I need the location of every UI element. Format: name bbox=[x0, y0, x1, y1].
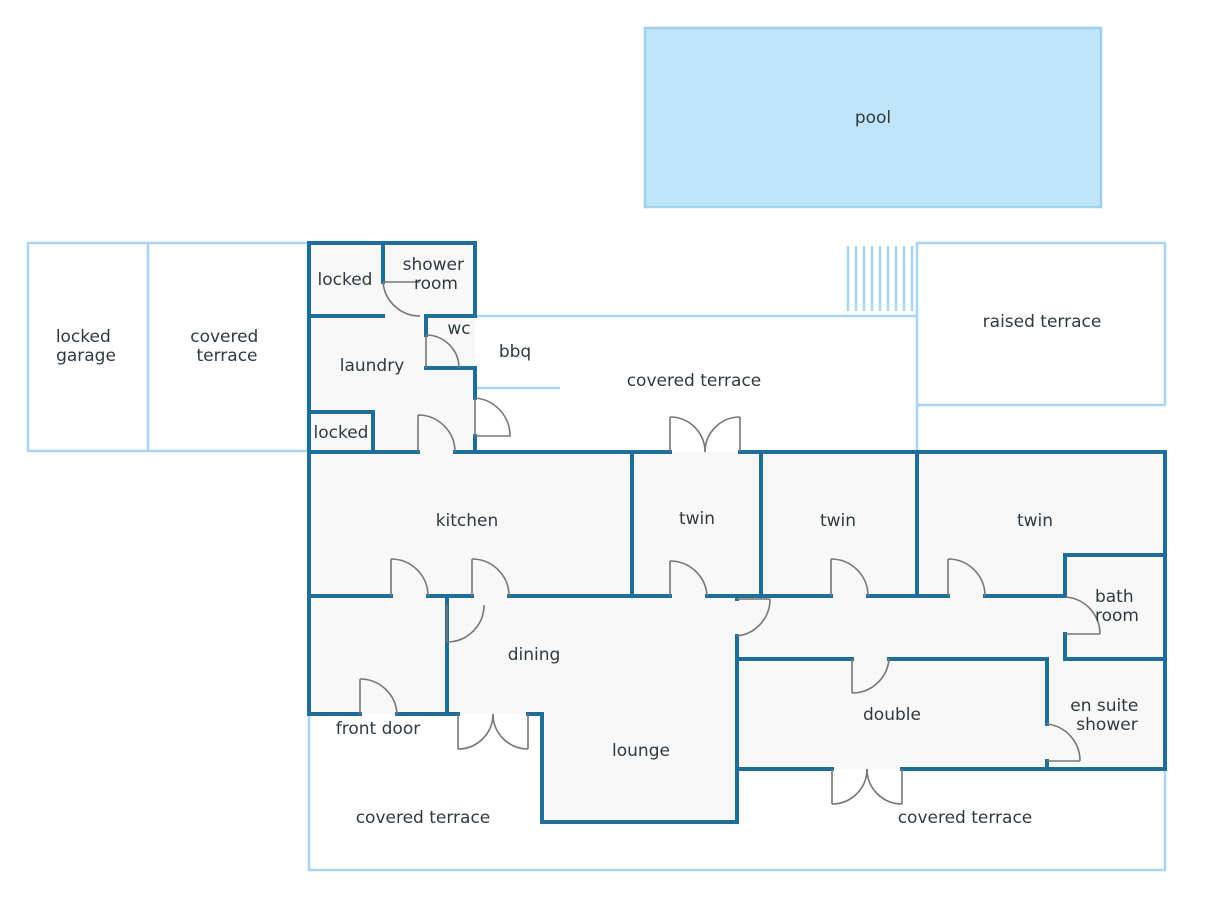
label-locked-garage: locked garage bbox=[56, 327, 116, 366]
label-locked-bottom: locked bbox=[314, 423, 369, 443]
door-annex-terrace bbox=[474, 397, 511, 437]
raised-terrace bbox=[915, 241, 1167, 407]
label-double: double bbox=[863, 705, 921, 725]
stairs bbox=[846, 246, 914, 311]
doors bbox=[359, 281, 1101, 805]
door-twin-3 bbox=[947, 558, 986, 597]
door-shower-room bbox=[382, 281, 421, 317]
label-twin-1: twin bbox=[679, 509, 715, 529]
labels: pool locked garage covered terrace locke… bbox=[56, 108, 1144, 828]
door-dining-terrace-right bbox=[492, 713, 529, 750]
door-terrace-twin-left bbox=[669, 416, 706, 453]
label-covered-terrace-west: covered terrace bbox=[190, 327, 264, 366]
label-shower-room: shower room bbox=[403, 255, 470, 294]
label-covered-terrace-se: covered terrace bbox=[898, 808, 1033, 828]
label-wc: wc bbox=[447, 319, 470, 339]
door-double-terrace-right bbox=[866, 768, 903, 805]
door-twin-1 bbox=[669, 560, 708, 597]
door-hall-dining bbox=[446, 604, 485, 643]
interior-floor bbox=[309, 243, 1165, 822]
door-double bbox=[851, 658, 890, 694]
label-twin-3: twin bbox=[1017, 511, 1053, 531]
covered-terrace-south bbox=[307, 716, 1167, 872]
exterior-outlines bbox=[26, 26, 1167, 872]
label-locked-top: locked bbox=[318, 270, 373, 290]
label-dining: dining bbox=[508, 645, 561, 665]
label-covered-terrace-sw: covered terrace bbox=[356, 808, 491, 828]
door-en-suite bbox=[1046, 723, 1081, 762]
door-wc bbox=[425, 334, 460, 369]
label-raised-terrace: raised terrace bbox=[983, 312, 1102, 332]
label-kitchen: kitchen bbox=[436, 511, 499, 531]
door-lounge-corridor bbox=[736, 598, 771, 637]
label-bbq: bbq bbox=[499, 342, 531, 362]
label-twin-2: twin bbox=[820, 511, 856, 531]
label-en-suite-shower: en suite shower bbox=[1070, 696, 1144, 735]
label-laundry: laundry bbox=[340, 356, 405, 376]
door-front bbox=[359, 678, 398, 715]
door-kitchen-dining bbox=[471, 558, 510, 597]
walls bbox=[307, 241, 1167, 824]
label-covered-terrace-north: covered terrace bbox=[627, 371, 762, 391]
label-front-door: front door bbox=[336, 719, 420, 739]
door-terrace-twin-right bbox=[704, 416, 741, 453]
label-lounge: lounge bbox=[612, 741, 670, 761]
door-kitchen-hall bbox=[390, 558, 429, 597]
label-bath-room: bath room bbox=[1095, 587, 1139, 626]
door-double-terrace-left bbox=[831, 768, 868, 805]
door-bath-room bbox=[1064, 596, 1101, 635]
label-pool: pool bbox=[855, 108, 891, 128]
door-dining-terrace-left bbox=[457, 713, 494, 750]
pool bbox=[643, 26, 1103, 209]
door-twin-2 bbox=[830, 558, 869, 597]
door-laundry-kitchen bbox=[417, 414, 456, 453]
